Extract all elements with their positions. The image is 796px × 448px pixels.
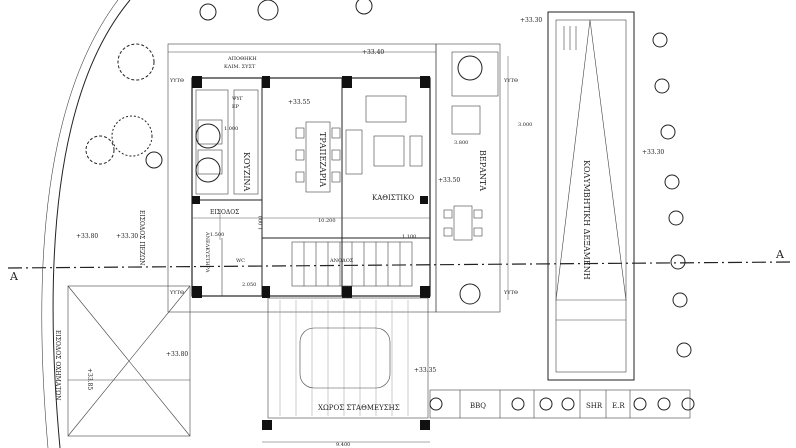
dimension-label: 9.400 [336, 442, 350, 448]
shrub-icon [660, 124, 676, 140]
shrub-icon [355, 0, 373, 15]
room-label-kitchen: ΚΟΥΖΙΝΑ [242, 152, 251, 192]
shrub-icon [672, 292, 688, 308]
shrub-icon [668, 210, 684, 226]
room-label-side-entrance: ΕΙΣΟΔΟΣ ΠΕΖΩΝ [138, 210, 145, 265]
kitchen-er-label: ΕΡ [232, 104, 240, 110]
veranda-table [443, 105, 483, 241]
house-outline [167, 43, 437, 313]
shrub-icon [199, 3, 217, 21]
plot-boundary-curve-inner [41, 0, 119, 448]
plot-boundary-curve [52, 0, 131, 448]
column-marker: YYTΘ [169, 78, 184, 84]
column-marker: YYTΘ [503, 290, 518, 296]
room-label-er: E.R [612, 402, 625, 410]
shrub-icon [657, 397, 671, 411]
shrub-icon [511, 397, 525, 411]
level-label: +33.35 [414, 367, 436, 374]
wall-pillars [192, 76, 430, 430]
room-label-storage: ΑΠΟΘΗΚΗ [227, 56, 257, 62]
parking-area [267, 297, 429, 419]
section-label-right: A [775, 248, 785, 261]
shrub-icon [561, 397, 575, 411]
section-line [7, 261, 791, 269]
shrub-icon [676, 342, 692, 358]
dimension-lines [192, 56, 509, 443]
shrub-icon [257, 0, 279, 21]
room-label-shr: SHR [586, 402, 603, 410]
room-label-vehicle-entrance: ΕΙΣΟΔΟΣ ΟΧΗΜΑΤΩΝ [54, 330, 61, 400]
stairs [291, 241, 413, 287]
shrub-icon [195, 123, 221, 149]
room-label-pool: ΚΟΛΥΜΒΗΤΙΚΗ ΔΕΞΑΜΕΝΗ [582, 160, 591, 280]
shrub-icon [195, 157, 221, 183]
shrub-icon [145, 151, 163, 169]
room-label-veranda: ΒΕΡΑΝΤΑ [478, 150, 487, 191]
level-label: +33.80 [166, 351, 188, 358]
shrub-icon [459, 283, 481, 305]
dimension-label: 10.200 [318, 218, 336, 224]
dimension-label: 3.000 [518, 122, 532, 128]
room-label-lift: ΑΝΕΛΚΥΣΤΗΡΑ [204, 231, 210, 273]
level-label: +33.30 [642, 149, 664, 156]
dimension-label: 1.000 [258, 216, 264, 230]
tree-icon [111, 115, 153, 157]
room-label-parking: ΧΩΡΟΣ ΣΤΑΘΜΕΥΣΗΣ [318, 404, 400, 412]
shrub-icon [681, 397, 695, 411]
shrub-icon [670, 254, 686, 270]
dimension-label: 1.500 [210, 232, 224, 238]
room-label-bbq: BBQ [470, 402, 486, 410]
room-label-dining: ΤΡΑΠΕΖΑΡΙΑ [318, 132, 327, 187]
shrub-icon [633, 397, 647, 411]
bottom-strip [429, 389, 691, 419]
shrub-icon [654, 78, 670, 94]
level-label: +33.50 [438, 177, 460, 184]
tree-icon [117, 43, 155, 81]
kitchen-fridge-label: ΨΥΓ [232, 96, 244, 102]
room-label-living: ΚΑΘΙΣΤΙΚΟ [372, 194, 414, 202]
dimension-label: 1.100 [402, 234, 416, 240]
shrub-icon [539, 397, 553, 411]
shrub-icon [429, 397, 443, 411]
kitchen-counters [195, 89, 259, 195]
room-label-wc: WC [236, 258, 245, 264]
column-marker: YYTΘ [503, 78, 518, 84]
dimension-label: 3.800 [454, 140, 468, 146]
shrub-icon [457, 55, 483, 81]
tree-icon [85, 135, 115, 165]
level-label: +33.30 [116, 233, 138, 240]
room-label-stair: ΑΝΟΔΟΣ [329, 258, 354, 264]
level-label: +33.30 [520, 17, 542, 24]
room-label-entrance: ΕΙΣΟΔΟΣ [210, 209, 239, 216]
living-furniture [345, 95, 423, 175]
shrub-icon [664, 174, 680, 190]
driveway [67, 285, 191, 437]
level-label: +33.40 [362, 49, 384, 56]
dining-table [295, 121, 341, 193]
dimension-label: 1.000 [224, 126, 238, 132]
dimension-label: 2.050 [242, 282, 256, 288]
section-label-left: A [9, 270, 19, 283]
veranda-outline [435, 43, 501, 313]
plant-icons [85, 0, 695, 411]
level-label: +33.85 [86, 368, 93, 390]
room-label-storage2: ΚΛΙΜ. ΣΥΣΤ [224, 64, 256, 70]
column-marker: YYTΘ [169, 290, 184, 296]
shrub-icon [652, 32, 668, 48]
level-label: +33.80 [76, 233, 98, 240]
pool [547, 11, 635, 381]
level-label: +33.55 [288, 99, 310, 106]
veranda-pergola [451, 51, 499, 97]
